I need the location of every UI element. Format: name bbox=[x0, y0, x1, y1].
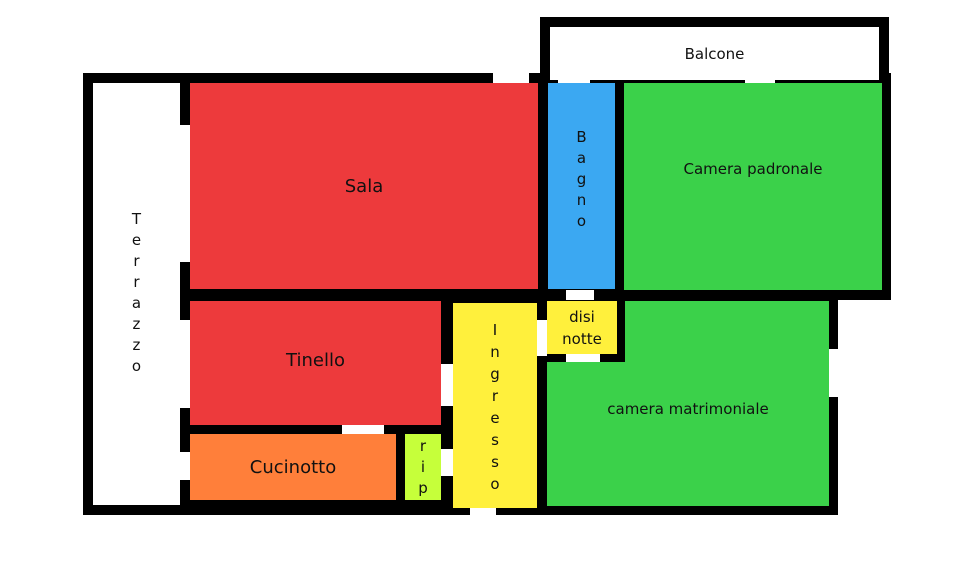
outer-wall-right-upper bbox=[881, 73, 891, 300]
vertical-letter: p bbox=[418, 478, 428, 497]
room-disi-notte: disi notte bbox=[547, 301, 617, 354]
vertical-letter: n bbox=[576, 191, 587, 209]
room-tinello: Tinello bbox=[190, 301, 441, 425]
room-cucinotto-label: Cucinotto bbox=[249, 456, 337, 478]
room-sala: Sala bbox=[190, 83, 538, 289]
door-gap bbox=[180, 320, 190, 408]
room-cucinotto: Cucinotto bbox=[190, 434, 396, 500]
vertical-letter: o bbox=[131, 357, 142, 375]
vertical-letter: o bbox=[490, 475, 500, 493]
vertical-letter: z bbox=[132, 336, 141, 354]
vertical-letter: a bbox=[576, 149, 587, 167]
vertical-letter: B bbox=[576, 128, 587, 146]
room-camera-padronale: Camera padronale bbox=[624, 83, 882, 290]
balcone-wall-right bbox=[879, 17, 889, 83]
vertical-letter: r bbox=[133, 252, 140, 270]
door-gap bbox=[493, 73, 529, 83]
room-camera-matrimoniale-upper bbox=[625, 301, 829, 363]
room-disi-notte-label: disi notte bbox=[562, 307, 602, 348]
vertical-letter: s bbox=[491, 431, 499, 449]
vertical-letter: e bbox=[131, 231, 142, 249]
room-camera-matrimoniale: camera matrimoniale bbox=[547, 362, 829, 506]
outer-wall-top bbox=[83, 73, 891, 83]
room-balcone: Balcone bbox=[550, 27, 879, 80]
outer-wall-right-lower bbox=[828, 290, 838, 515]
door-gap bbox=[566, 354, 600, 362]
room-camera-matrimoniale-label: camera matrimoniale bbox=[607, 400, 769, 418]
door-gap bbox=[828, 349, 838, 397]
vertical-letter: s bbox=[491, 453, 499, 471]
door-gap bbox=[441, 364, 453, 406]
balcone-wall-left bbox=[540, 17, 550, 83]
vertical-letter: T bbox=[131, 210, 142, 228]
balcone-wall-top bbox=[540, 17, 889, 27]
vertical-letter: g bbox=[490, 365, 500, 383]
vertical-letter: r bbox=[491, 387, 499, 405]
door-gap bbox=[566, 290, 594, 300]
outer-wall-left bbox=[83, 73, 93, 515]
room-camera-padronale-label: Camera padronale bbox=[683, 160, 823, 178]
vertical-letter: n bbox=[490, 343, 500, 361]
wall-step bbox=[828, 290, 891, 300]
vertical-letter: r bbox=[133, 273, 140, 291]
vertical-letter: z bbox=[132, 315, 141, 333]
room-tinello-label: Tinello bbox=[286, 350, 345, 371]
room-balcone-label: Balcone bbox=[684, 44, 745, 63]
door-gap bbox=[180, 452, 190, 480]
door-gap bbox=[180, 125, 190, 262]
door-gap bbox=[441, 449, 453, 476]
vertical-letter: r bbox=[419, 436, 427, 455]
door-gap bbox=[342, 425, 384, 434]
door-gap bbox=[537, 320, 547, 356]
vertical-letter: e bbox=[490, 409, 500, 427]
vertical-letter: o bbox=[576, 212, 587, 230]
outer-wall-bottom bbox=[83, 505, 838, 515]
room-sala-label: Sala bbox=[344, 175, 384, 197]
vertical-letter: i bbox=[420, 457, 426, 476]
vertical-letter: I bbox=[492, 321, 498, 339]
door-gap bbox=[470, 505, 496, 515]
vertical-letter: g bbox=[576, 170, 587, 188]
vertical-letter: a bbox=[131, 294, 142, 312]
